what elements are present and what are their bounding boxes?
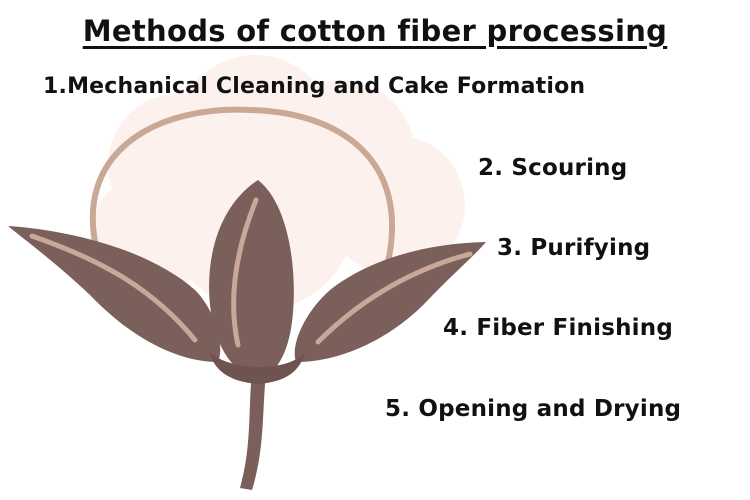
center-leaf-vein (231, 197, 259, 348)
step-mechanical-cleaning: 1.Mechanical Cleaning and Cake Formation (43, 74, 586, 99)
right-leaf-vein (315, 251, 473, 345)
step-scouring: 2. Scouring (478, 155, 628, 181)
left-leaf-vein (29, 233, 198, 343)
cotton-ring (89, 106, 396, 265)
right-leaf (294, 242, 486, 362)
page-title: Methods of cotton fiber processing (82, 14, 668, 48)
step-purifying: 3. Purifying (497, 235, 651, 261)
center-leaf (209, 180, 294, 382)
left-leaf (8, 226, 221, 362)
stem (240, 372, 266, 490)
step-opening-drying: 5. Opening and Drying (385, 396, 682, 422)
step-fiber-finishing: 4. Fiber Finishing (443, 315, 673, 341)
calyx (210, 352, 305, 384)
